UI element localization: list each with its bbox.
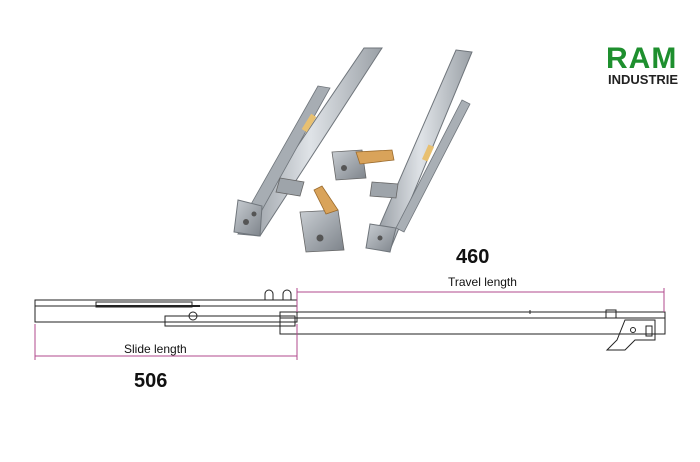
brand-name: RAM bbox=[606, 42, 678, 75]
locking-clip-lower bbox=[299, 185, 345, 253]
slide-length-value: 506 bbox=[134, 370, 168, 392]
slide-side-view bbox=[34, 289, 666, 351]
brand-subtitle: INDUSTRIE bbox=[608, 72, 679, 87]
slide-length-label: Slide length bbox=[124, 342, 187, 356]
travel-length-dimension bbox=[296, 288, 665, 312]
slide-length-dimension bbox=[34, 324, 298, 360]
left-runner-photo bbox=[233, 47, 383, 237]
travel-length-value: 460 bbox=[456, 246, 490, 268]
locking-clip-upper bbox=[331, 149, 395, 181]
travel-length-label: Travel length bbox=[448, 275, 517, 289]
brand-logo: RAM INDUSTRIE bbox=[606, 44, 692, 94]
right-runner-photo bbox=[365, 49, 473, 253]
